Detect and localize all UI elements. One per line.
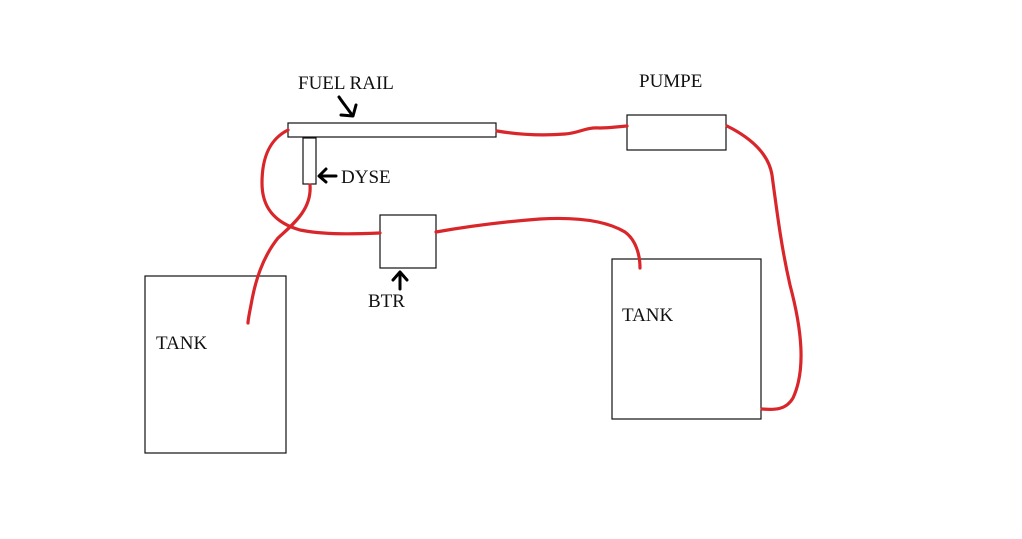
fuel-line-dyse-to-left-tank <box>246 183 312 325</box>
dyse-pointer-arrow <box>317 167 338 184</box>
dyse-label: DYSE <box>341 167 391 188</box>
btr-box <box>379 214 437 269</box>
tank-left <box>144 275 287 454</box>
tank-right-label: TANK <box>622 305 674 326</box>
fuel-line-btr-to-right-tank <box>434 216 642 270</box>
fuel-rail <box>287 122 497 138</box>
tank-left-label: TANK <box>156 333 208 354</box>
btr-pointer-arrow <box>391 270 409 291</box>
fuel-line-pump-to-right-tank <box>725 124 803 411</box>
pumpe-label: PUMPE <box>639 71 703 92</box>
tank-right <box>611 258 762 420</box>
fuel-rail-label: FUEL RAIL <box>298 73 394 94</box>
fuel-line-rail-to-pump <box>495 124 629 137</box>
btr-label: BTR <box>368 291 405 312</box>
fuel-rail-pointer-arrow <box>337 95 358 118</box>
fuel-line-rail-to-btr <box>260 128 382 236</box>
injector-dyse <box>302 137 317 185</box>
pump-box <box>626 114 727 151</box>
